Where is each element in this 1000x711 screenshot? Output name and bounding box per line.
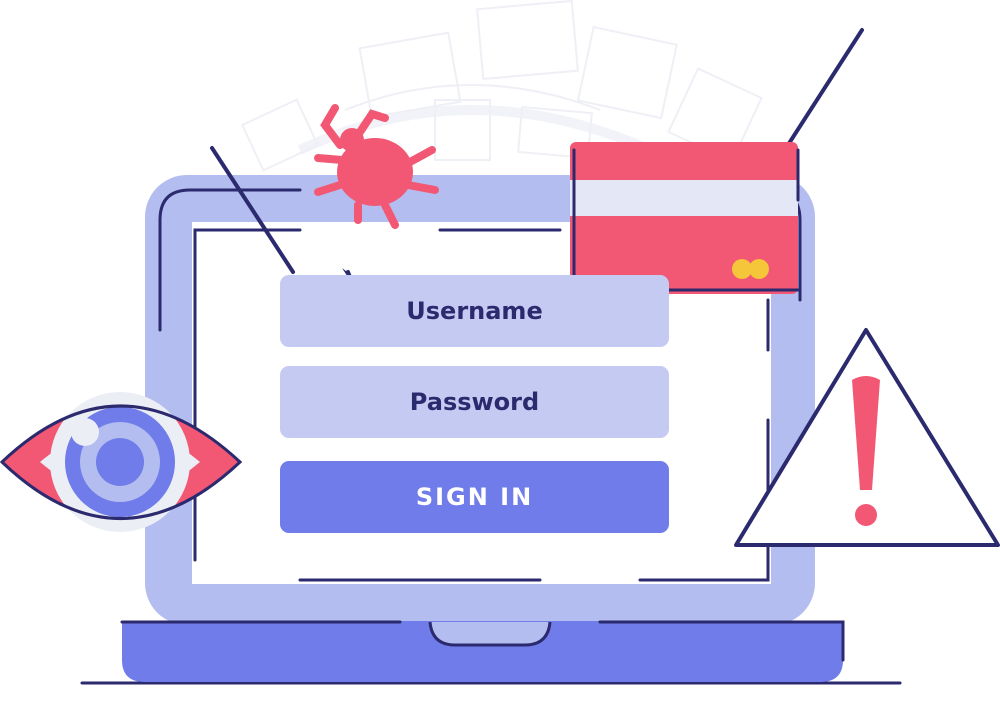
password-label: Password <box>409 388 540 416</box>
username-label: Username <box>406 297 543 325</box>
signin-button[interactable]: SIGN IN <box>280 461 669 533</box>
bug-icon <box>314 104 439 229</box>
eye-icon <box>0 392 243 532</box>
credit-card-icon <box>570 142 800 294</box>
username-field[interactable]: Username <box>280 275 669 347</box>
signin-label: SIGN IN <box>415 483 534 511</box>
warning-icon <box>734 328 1000 547</box>
password-field[interactable]: Password <box>280 366 669 438</box>
